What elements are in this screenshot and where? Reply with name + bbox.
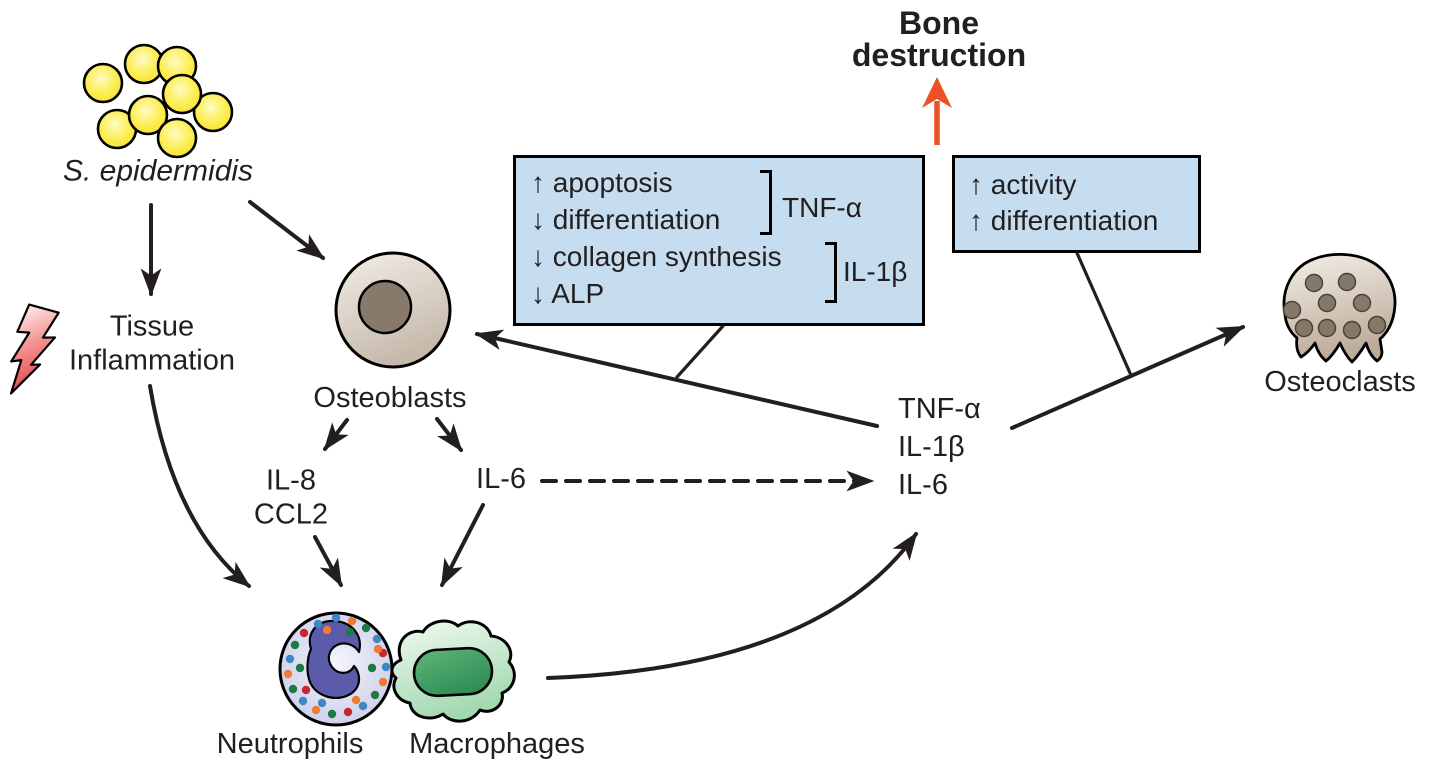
lightning-bolt-icon bbox=[9, 303, 60, 395]
osteoblast-nucleus bbox=[357, 279, 413, 335]
bone-destruction-line1: Bone bbox=[898, 5, 979, 41]
ccl2-label: CCL2 bbox=[253, 498, 329, 530]
il8-label: IL-8 bbox=[266, 464, 316, 497]
osteoclast-effects-box: ↑ activity ↑ differentiation bbox=[952, 155, 1201, 253]
cytokine-il6-label: IL-6 bbox=[898, 469, 948, 501]
neutrophils-label: Neutrophils bbox=[216, 728, 364, 761]
osteoclast-nuclei bbox=[1282, 272, 1387, 340]
effect-differentiation-up: ↑ differentiation bbox=[969, 205, 1159, 236]
connector-osteoblast-box-to-arrow bbox=[675, 324, 725, 379]
arrow-bone-destruction bbox=[922, 77, 952, 145]
arrow-osteoblasts-to-il6 bbox=[435, 417, 463, 452]
arrow-cytokines-to-osteoclasts bbox=[1010, 325, 1246, 430]
connector-osteoclast-box-to-arrow bbox=[1075, 251, 1132, 375]
bacterium bbox=[82, 62, 124, 104]
arrow-macrophages-to-cytokines bbox=[546, 532, 918, 680]
osteoblast-effects-box: ↑ apoptosis ↓ differentiation ↓ collagen… bbox=[513, 155, 925, 326]
bacterium bbox=[161, 73, 203, 115]
cytokine-tnf-label: TNF-α bbox=[898, 393, 981, 425]
osteoclast-cell bbox=[1282, 253, 1397, 364]
il1b-bracket bbox=[825, 242, 837, 303]
tnf-bracket-label: TNF-α bbox=[782, 192, 862, 223]
neutrophil-nucleus bbox=[306, 619, 361, 699]
effect-activity: ↑ activity bbox=[969, 169, 1077, 200]
osteoblast-effects-lines: ↑ apoptosis ↓ differentiation ↓ collagen… bbox=[531, 164, 782, 312]
macrophages-label: Macrophages bbox=[409, 728, 585, 761]
arrow-il6-to-macrophages bbox=[440, 503, 485, 588]
osteoclasts-label: Osteoclasts bbox=[1264, 366, 1416, 399]
osteoclast-effects-lines: ↑ activity ↑ differentiation bbox=[969, 167, 1158, 239]
osteoblast-cell bbox=[334, 251, 452, 369]
tnf-bracket bbox=[760, 170, 772, 235]
effect-collagen-synthesis: ↓ collagen synthesis bbox=[531, 241, 782, 272]
arrow-bacteria-to-osteoblasts bbox=[248, 200, 325, 260]
osteoblasts-label: Osteoblasts bbox=[313, 382, 467, 415]
cytokine-stack: TNF-α IL-1β IL-6 bbox=[898, 390, 981, 504]
tissue-inflammation-label: Tissue Inflammation bbox=[69, 310, 235, 377]
il1b-bracket-label: IL-1β bbox=[843, 256, 908, 287]
cytokine-il1b-label: IL-1β bbox=[898, 431, 965, 463]
effect-alp: ↓ ALP bbox=[531, 278, 605, 309]
il6-label: IL-6 bbox=[476, 463, 526, 496]
arrow-il8-to-neutrophils bbox=[313, 535, 343, 588]
arrow-cytokines-to-osteoblasts bbox=[474, 329, 879, 428]
bone-destruction-label: Bone destruction bbox=[852, 7, 1026, 71]
neutrophil-granules bbox=[283, 613, 391, 719]
macrophage-nucleus bbox=[412, 646, 494, 698]
effect-apoptosis: ↑ apoptosis bbox=[531, 167, 673, 198]
macrophage-cell bbox=[390, 619, 516, 723]
neutrophil-cell bbox=[278, 611, 394, 727]
arrow-inflammation-to-neutrophils bbox=[148, 384, 251, 588]
tissue-inflammation-line1: Tissue bbox=[109, 310, 195, 343]
bacterium bbox=[156, 117, 198, 159]
effect-differentiation-down: ↓ differentiation bbox=[531, 204, 721, 235]
tissue-inflammation-line2: Inflammation bbox=[68, 344, 236, 376]
bacteria-cluster bbox=[82, 43, 234, 159]
arrow-osteoblasts-to-il8 bbox=[323, 418, 349, 451]
bacteria-label: S. epidermidis bbox=[62, 154, 254, 188]
chemokine-label: IL-8 CCL2 bbox=[254, 464, 328, 531]
bone-destruction-line2: destruction bbox=[851, 37, 1027, 73]
bacterium bbox=[127, 94, 169, 136]
bone-arrow-head bbox=[922, 77, 952, 108]
bacterium bbox=[192, 91, 234, 133]
